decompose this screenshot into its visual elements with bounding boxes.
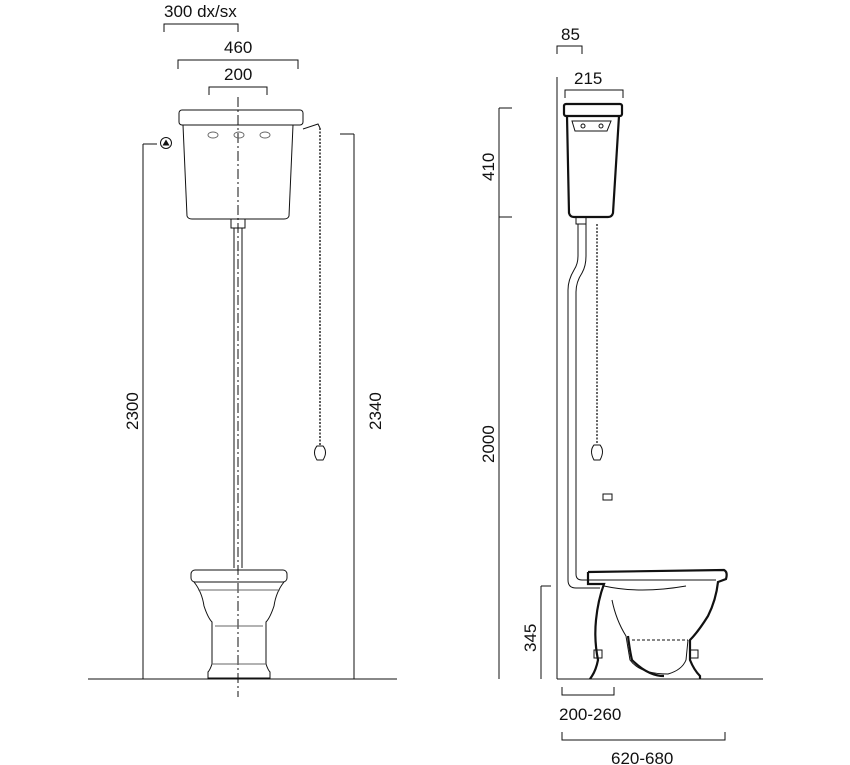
- dim-460-width: 460: [177, 38, 299, 69]
- front-flush-pipe: [230, 218, 246, 568]
- side-cistern: [562, 102, 624, 225]
- dim-2300-height: 2300: [123, 143, 157, 679]
- side-connector: [602, 493, 613, 501]
- dim-2000-label: 2000: [479, 425, 498, 463]
- dim-200-260-label: 200-260: [559, 705, 621, 724]
- dim-200-260: 200-260: [559, 687, 621, 724]
- dim-620-680: 620-680: [561, 732, 726, 765]
- side-chain-handle: [591, 444, 603, 461]
- chain-handle: [314, 445, 326, 461]
- side-flush-pipe: [567, 224, 600, 589]
- side-toilet-pan: [586, 568, 728, 680]
- dim-2300-label: 2300: [123, 392, 142, 430]
- dim-215-label: 215: [574, 69, 602, 88]
- dim-85-wall-gap: 85: [556, 25, 583, 54]
- dim-345-label: 345: [521, 624, 540, 652]
- front-view: 300 dx/sx 460 200 2300 2340: [88, 2, 397, 697]
- dim-2000-height: 2000: [479, 217, 500, 679]
- dim-85-label: 85: [561, 25, 580, 44]
- dim-460-label: 460: [224, 38, 252, 57]
- dim-200-outlet: 200: [208, 65, 268, 95]
- dim-300-spacing: 300 dx/sx: [163, 2, 239, 32]
- triangle-in-circle-icon: [160, 137, 172, 149]
- dim-2340-height: 2340: [340, 133, 385, 679]
- front-cistern: [178, 109, 321, 220]
- front-pull-chain: [314, 128, 326, 461]
- dim-345-height: 345: [521, 585, 551, 679]
- dim-300-label: 300 dx/sx: [164, 2, 237, 21]
- front-toilet-pan: [190, 569, 288, 679]
- dim-410-height: 410: [479, 107, 512, 218]
- dim-200-label: 200: [224, 65, 252, 84]
- dim-215-depth: 215: [564, 69, 624, 98]
- side-view: 85 215 410 2000 345: [479, 25, 763, 765]
- dim-2340-label: 2340: [366, 392, 385, 430]
- dim-410-label: 410: [479, 153, 498, 181]
- dim-620-680-label: 620-680: [611, 749, 673, 765]
- side-pull-chain: [591, 224, 603, 461]
